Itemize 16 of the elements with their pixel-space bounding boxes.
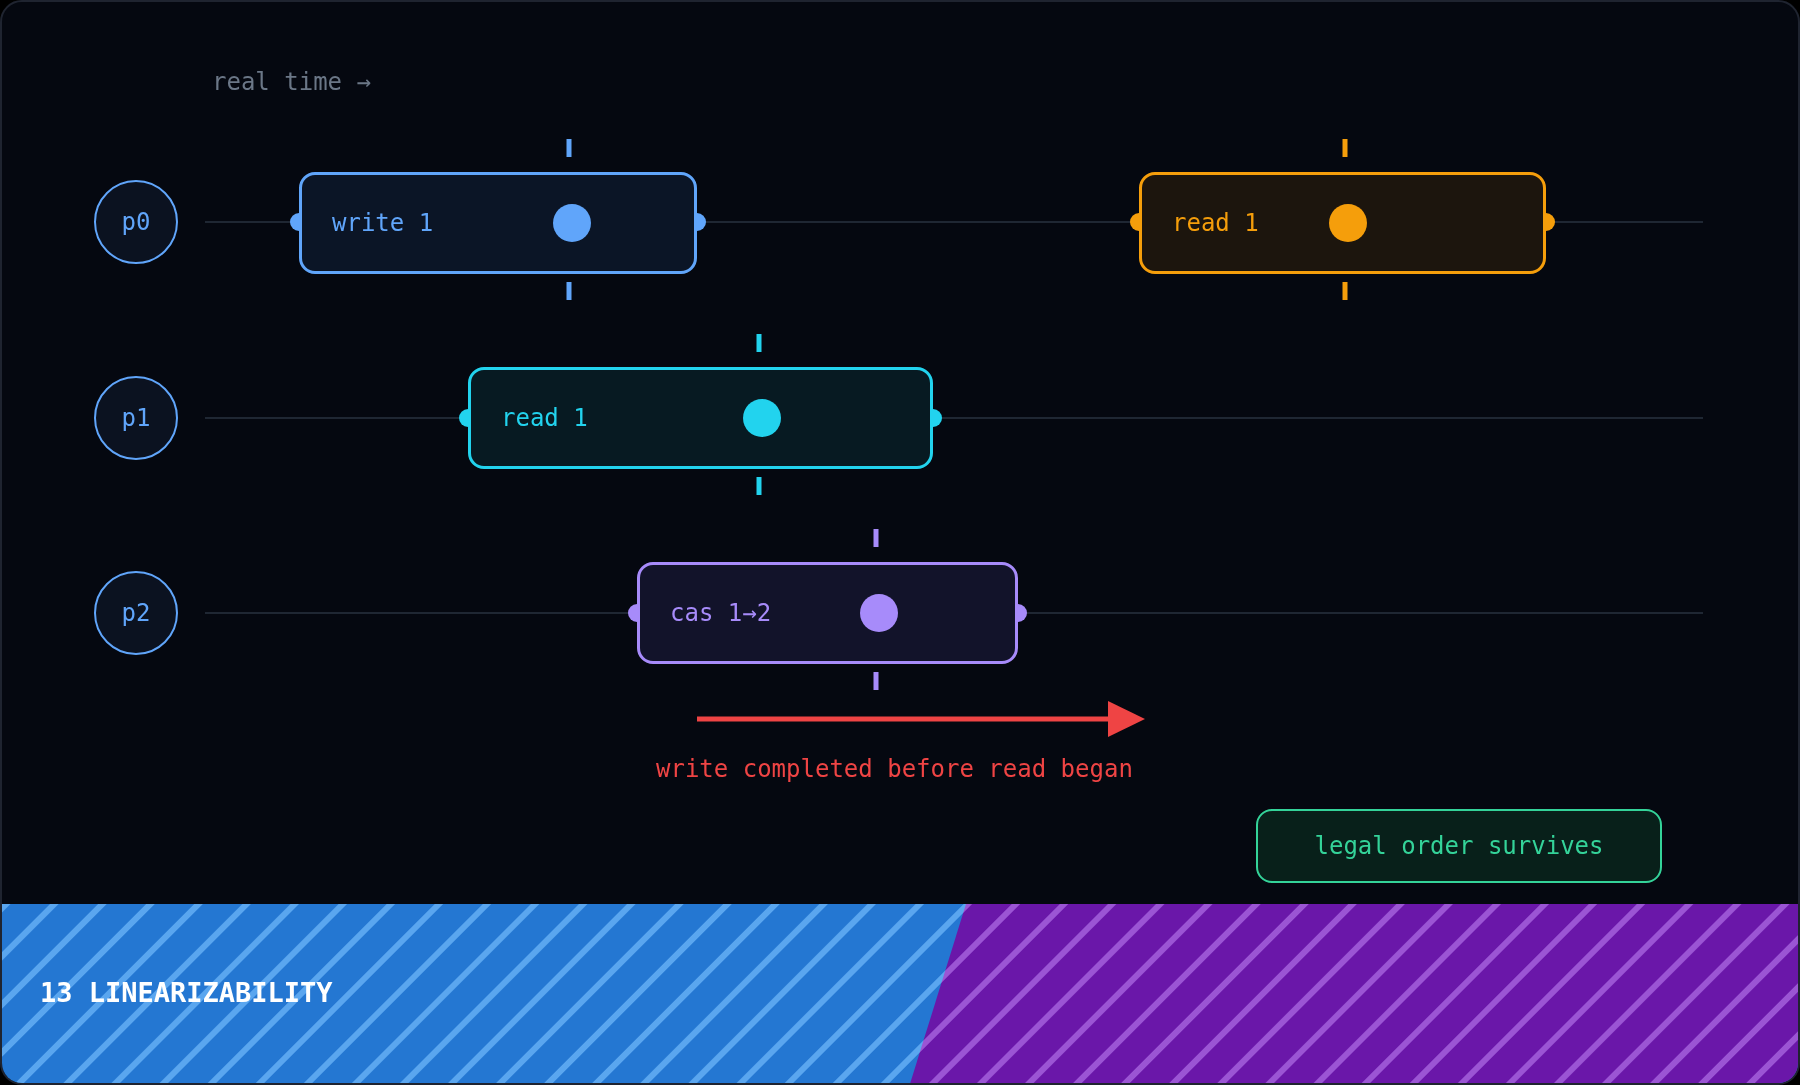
operation-box: [468, 367, 933, 469]
operation-label: write 1: [332, 209, 434, 237]
operation-box: [637, 562, 1018, 664]
process-circle: p1: [94, 376, 178, 460]
operation-label: read 1: [1172, 209, 1259, 237]
process-circle: p0: [94, 180, 178, 264]
axis-label: real time →: [212, 68, 371, 96]
operation-label: read 1: [501, 404, 588, 432]
note-text: legal order survives: [1314, 832, 1604, 860]
operation-box: [1139, 172, 1546, 274]
process-circle: p2: [94, 571, 178, 655]
operation-box: [299, 172, 697, 274]
note-box: [1256, 809, 1662, 883]
operation-label: cas 1→2: [670, 599, 772, 627]
arrow-caption: write completed before read began: [656, 755, 1133, 783]
diagram-title: 13 LINEARIZABILITY: [40, 977, 333, 1008]
